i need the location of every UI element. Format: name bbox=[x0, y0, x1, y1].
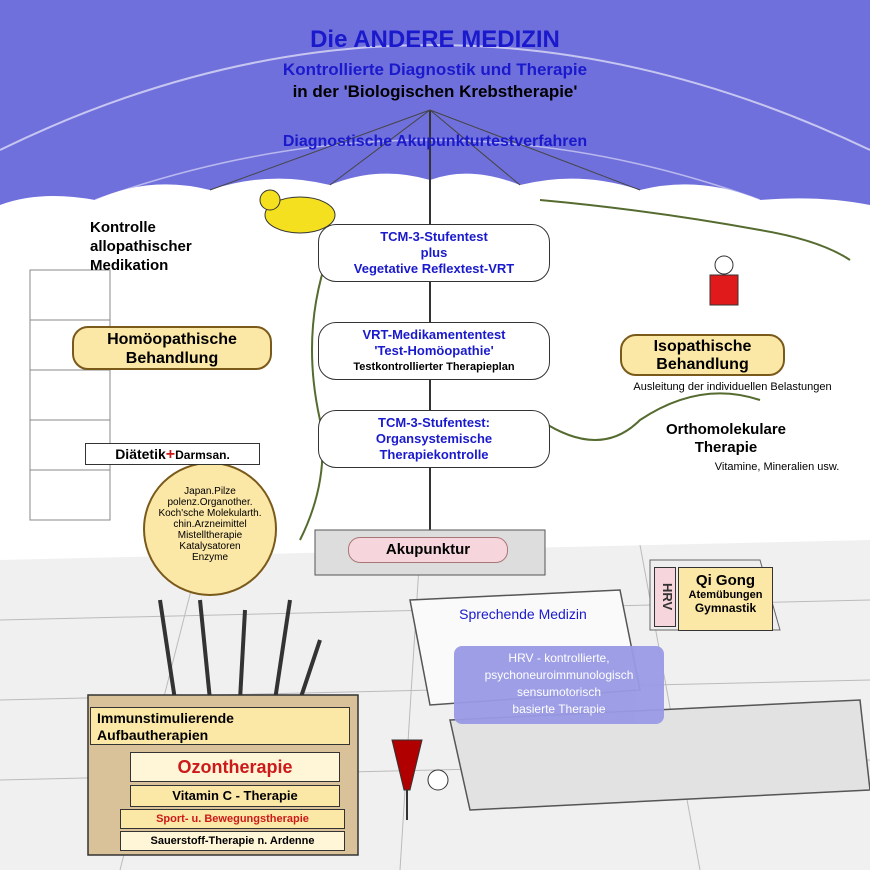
center-box-vrt-line-1: VRT-Medikamententest bbox=[362, 327, 506, 342]
qigong-sign: Qi Gong Atemübungen Gymnastik bbox=[678, 567, 773, 631]
circle-item: Enzyme bbox=[191, 552, 229, 563]
atem-text: Atemübungen bbox=[688, 589, 763, 601]
isopathie-line-2: Behandlung bbox=[656, 356, 749, 373]
plus-icon: + bbox=[165, 446, 176, 463]
circle-item: polenz.Organother. bbox=[167, 497, 253, 508]
umbrella-label: Diagnostische Akupunkturtestverfahren bbox=[282, 133, 588, 150]
center-box-tcm-line-3: Vegetative Reflextest-VRT bbox=[353, 261, 515, 276]
kontrolle-line-3: Medikation bbox=[90, 257, 169, 274]
circle-item: Japan.Pilze bbox=[184, 486, 236, 497]
isopathie-label: Isopathische Behandlung bbox=[620, 334, 785, 376]
akupunktur-label: Akupunktur bbox=[348, 537, 508, 563]
homoeopathie-line-2: Behandlung bbox=[125, 350, 219, 367]
circle-item: chin.Arzneimittel bbox=[173, 519, 247, 530]
orthomolekular-line-1: Orthomolekulare bbox=[665, 421, 787, 438]
orthomolekular-label: Orthomolekulare Therapie bbox=[626, 421, 826, 457]
diaetetik-label: Diätetik+Darmsan. bbox=[85, 443, 260, 465]
vitaminc-label: Vitamin C - Therapie bbox=[130, 785, 340, 807]
kontrolle-label: Kontrolle allopathischer Medikation bbox=[90, 218, 192, 275]
sport-label: Sport- u. Bewegungstherapie bbox=[120, 809, 345, 829]
page-subtitle-2: in der 'Biologischen Krebstherapie' bbox=[292, 82, 578, 101]
page-subtitle: Kontrollierte Diagnostik und Therapie bbox=[282, 60, 588, 79]
center-box-organ: TCM-3-Stufentest: Organsystemische Thera… bbox=[318, 410, 550, 468]
hrv-therapy-panel: HRV - kontrollierte, psychoneuroimmunolo… bbox=[454, 646, 664, 724]
immun-label: Immunstimulierende Aufbautherapien bbox=[90, 707, 350, 745]
hrv-therapy-line-4: basierte Therapie bbox=[512, 702, 606, 716]
kontrolle-line-2: allopathischer bbox=[90, 238, 192, 255]
circle-item: Koch'sche Molekularth. bbox=[158, 508, 262, 519]
page-title: Die ANDERE MEDIZIN bbox=[310, 26, 560, 53]
center-box-vrt-line-2: 'Test-Homöopathie' bbox=[374, 343, 494, 358]
center-box-organ-line-1: TCM-3-Stufentest: bbox=[378, 415, 490, 430]
gymnastik-text: Gymnastik bbox=[694, 601, 757, 615]
hrv-therapy-line-3: sensumotorisch bbox=[516, 685, 602, 699]
hrv-therapy-line-1: HRV - kontrollierte, bbox=[508, 651, 610, 665]
center-box-vrt-line-3: Testkontrollierter Therapieplan bbox=[353, 361, 515, 373]
circle-item: Katalysatoren bbox=[179, 541, 241, 552]
center-box-tcm: TCM-3-Stufentest plus Vegetative Reflext… bbox=[318, 224, 550, 282]
immun-line-1: Immunstimulierende bbox=[97, 710, 234, 726]
circle-item: Mistelltherapie bbox=[177, 530, 243, 541]
center-box-vrt: VRT-Medikamententest 'Test-Homöopathie' … bbox=[318, 322, 550, 380]
kontrolle-line-1: Kontrolle bbox=[90, 219, 156, 236]
darmsan-text: Darmsan. bbox=[175, 448, 230, 462]
diaetetik-text: Diätetik bbox=[115, 446, 166, 462]
sprechende-medizin-label: Sprechende Medizin bbox=[459, 606, 587, 622]
hrv-sign: HRV bbox=[654, 567, 676, 627]
hrv-therapy-line-2: psychoneuroimmunologisch bbox=[484, 668, 634, 682]
orthomolekular-line-2: Therapie bbox=[694, 439, 758, 456]
ozon-label: Ozontherapie bbox=[130, 752, 340, 782]
sauerstoff-label: Sauerstoff-Therapie n. Ardenne bbox=[120, 831, 345, 851]
ausleitung-label: Ausleitung der individuellen Belastungen bbox=[633, 381, 832, 393]
center-box-tcm-line-1: TCM-3-Stufentest bbox=[380, 229, 488, 244]
immun-line-2: Aufbautherapien bbox=[97, 727, 209, 743]
umbrella-canopy bbox=[0, 0, 870, 205]
homoeopathie-line-1: Homöopathische bbox=[107, 331, 237, 348]
vitamine-label: Vitamine, Mineralien usw. bbox=[714, 461, 840, 473]
qigong-text: Qi Gong bbox=[695, 572, 756, 589]
therapy-circle-list: Japan.Pilze polenz.Organother. Koch'sche… bbox=[148, 486, 272, 563]
isopathie-line-1: Isopathische bbox=[653, 338, 752, 355]
homoeopathie-label: Homöopathische Behandlung bbox=[72, 326, 272, 370]
center-box-organ-line-3: Therapiekontrolle bbox=[379, 447, 489, 462]
center-box-tcm-line-2: plus bbox=[420, 245, 448, 260]
center-box-organ-line-2: Organsystemische bbox=[375, 431, 493, 446]
